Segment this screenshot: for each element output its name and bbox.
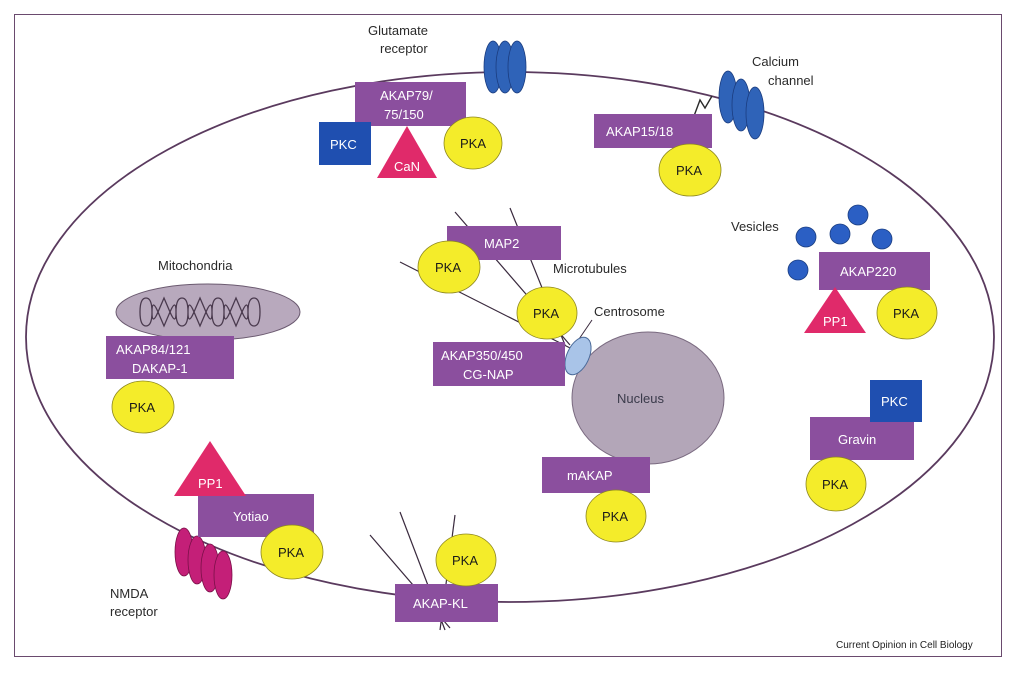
- glutamate-receptor-label-2: receptor: [380, 41, 428, 56]
- akapkl-box: [395, 584, 498, 622]
- pka-circle-3: [417, 240, 481, 294]
- vesicles-label: Vesicles: [731, 219, 779, 234]
- microtubules-label: Microtubules: [553, 261, 627, 276]
- pka-label-9: PKA: [278, 545, 304, 560]
- nucleus-label: Nucleus: [617, 391, 664, 406]
- calcium-channel-label-1: Calcium: [752, 54, 799, 69]
- can-label: CaN: [394, 159, 420, 174]
- pkc-label-2: PKC: [881, 394, 908, 409]
- pka-circle-9: [260, 524, 324, 580]
- akap220-label: AKAP220: [840, 264, 896, 279]
- pka-circle-7: [805, 456, 867, 512]
- akap84-label-1: AKAP84/121: [116, 342, 190, 357]
- makap-label: mAKAP: [567, 468, 613, 483]
- akap350-label-2: CG-NAP: [463, 367, 514, 382]
- pka-label-3: PKA: [435, 260, 461, 275]
- akap220-box: [819, 252, 930, 290]
- pka-label-6: PKA: [129, 400, 155, 415]
- vesicles: [787, 204, 893, 281]
- pka-circle-8: [585, 489, 647, 543]
- mitochondria-label: Mitochondria: [158, 258, 233, 273]
- centrosome-label: Centrosome: [594, 304, 665, 319]
- yotiao-label: Yotiao: [233, 509, 269, 524]
- pka-circle-5: [876, 286, 938, 340]
- calcium-channel: [718, 70, 765, 140]
- mitochondrion: [115, 283, 301, 341]
- pka-label-10: PKA: [452, 553, 478, 568]
- pka-label-5: PKA: [893, 306, 919, 321]
- akap84-label-2: DAKAP-1: [132, 361, 188, 376]
- akap350-box: [433, 342, 565, 386]
- makap-box: [542, 457, 650, 493]
- pka-circle-4: [516, 286, 578, 340]
- pka-circle-2: [658, 143, 722, 197]
- pka-circle-1: [443, 116, 503, 170]
- pka-circle-6: [111, 380, 175, 434]
- can-triangle: [377, 126, 437, 178]
- akap15-box: [594, 114, 712, 148]
- nmda-label-2: receptor: [110, 604, 158, 619]
- pka-label-7: PKA: [822, 477, 848, 492]
- pp1-label-1: PP1: [823, 314, 848, 329]
- akap15-label: AKAP15/18: [606, 124, 673, 139]
- akapkl-label: AKAP-KL: [413, 596, 468, 611]
- akap79-label-2: 75/150: [384, 107, 424, 122]
- gravin-box: [810, 417, 914, 460]
- nmda-receptor: [174, 527, 233, 600]
- akap84-box: [106, 336, 234, 379]
- pp1-triangle-2: [174, 441, 246, 496]
- glutamate-receptor: [483, 40, 527, 94]
- pkc-label-1: PKC: [330, 137, 357, 152]
- credit-text: Current Opinion in Cell Biology: [836, 640, 973, 651]
- pka-circle-10: [435, 533, 497, 587]
- pp1-label-2: PP1: [198, 476, 223, 491]
- calcium-channel-label-2: channel: [768, 73, 814, 88]
- pp1-triangle-1: [804, 287, 866, 333]
- akap79-label-1: AKAP79/: [380, 88, 433, 103]
- pkc-box-2: [870, 380, 922, 422]
- pka-label-4: PKA: [533, 306, 559, 321]
- nmda-label-1: NMDA: [110, 586, 149, 601]
- gravin-label: Gravin: [838, 432, 876, 447]
- pka-label-2: PKA: [676, 163, 702, 178]
- akap350-label-1: AKAP350/450: [441, 348, 523, 363]
- pkc-box-1: [319, 122, 371, 165]
- glutamate-receptor-label-1: Glutamate: [368, 23, 428, 38]
- pka-label-1: PKA: [460, 136, 486, 151]
- centrosome: [564, 336, 592, 376]
- akap79-box: [355, 82, 466, 126]
- pka-label-8: PKA: [602, 509, 628, 524]
- map2-label: MAP2: [484, 236, 519, 251]
- calcium-channel-tether: [693, 95, 713, 117]
